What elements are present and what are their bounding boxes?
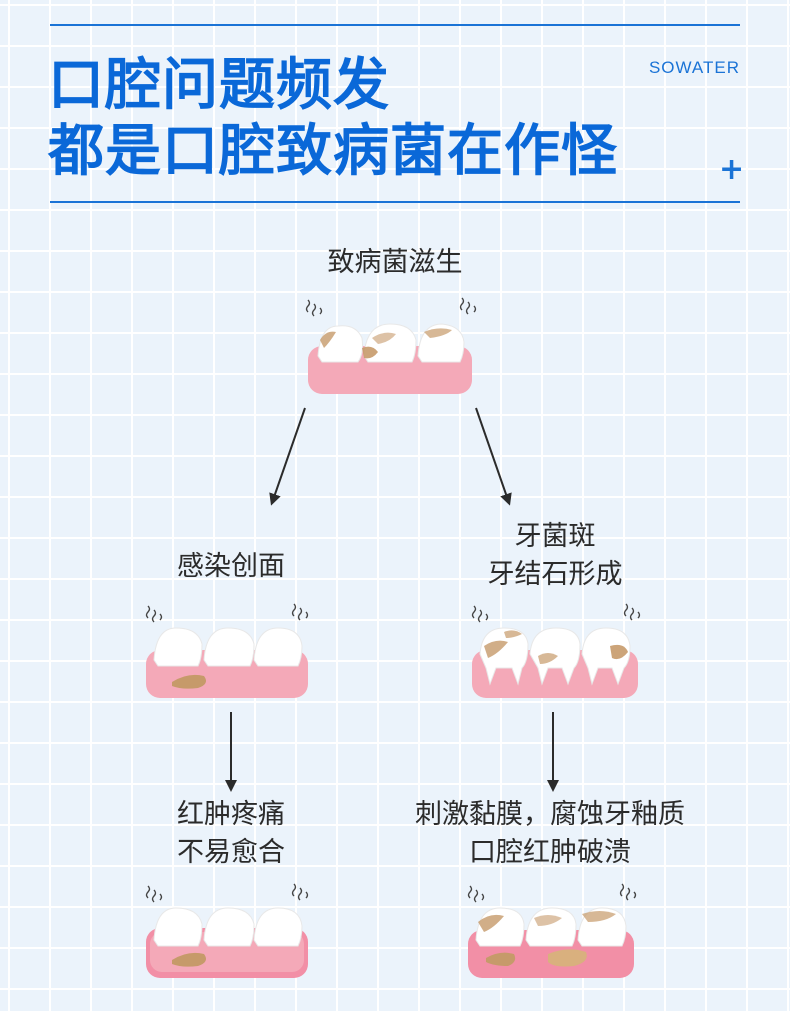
arrow-top-to-left	[273, 408, 305, 500]
arrow-top-to-right	[476, 408, 508, 500]
teeth-illustration-top	[300, 290, 480, 400]
teeth-illustration-right-mid	[468, 598, 646, 702]
teeth-illustration-right-bottom	[464, 878, 642, 982]
bacteria-squiggle-icon	[461, 298, 476, 314]
teeth-illustration-left-mid	[142, 598, 312, 702]
teeth-illustration-left-bottom	[142, 878, 312, 982]
bacteria-squiggle-icon	[307, 300, 322, 316]
